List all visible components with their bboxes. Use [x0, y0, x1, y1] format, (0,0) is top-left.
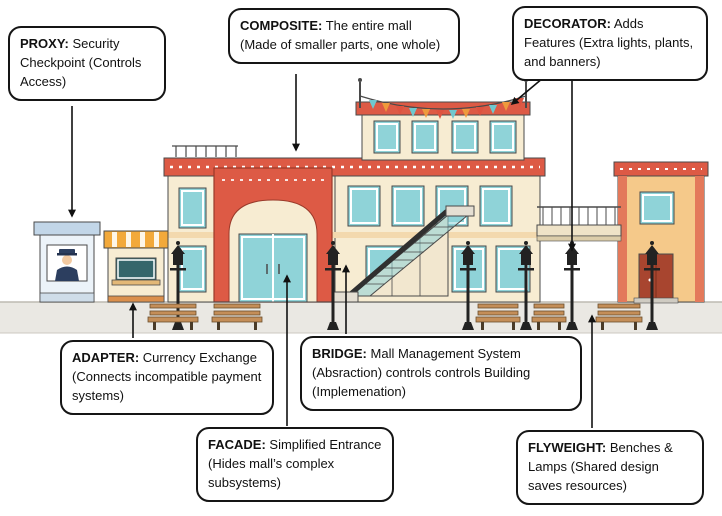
callout-bridge: BRIDGE: Mall Management System (Absracti…	[300, 336, 582, 411]
roof-bunting	[358, 78, 528, 119]
street-lamp	[518, 241, 534, 330]
callout-decorator-desc: Adds Features (Extra lights, plants, and…	[524, 16, 694, 69]
street-lamp	[644, 241, 660, 330]
callout-bridge-desc: Mall Management System (Absraction) cont…	[312, 346, 531, 399]
security-guard	[55, 249, 79, 281]
callout-facade-desc: Simplified Entrance (Hides mall’s comple…	[208, 437, 382, 490]
callout-arrows	[68, 74, 596, 428]
callout-composite-desc: The entire mall (Made of smaller parts, …	[240, 18, 441, 52]
benches	[147, 303, 643, 330]
currency-kiosk	[103, 230, 169, 303]
callout-proxy-term: PROXY:	[20, 36, 69, 51]
entrance-doors	[238, 233, 308, 303]
mall-left-windows	[178, 187, 207, 293]
callout-proxy: PROXY: Security Checkpoint (Controls Acc…	[8, 26, 166, 101]
callout-proxy-desc: Security Checkpoint (Controls Access)	[20, 36, 142, 89]
callout-flyweight: FLYWEIGHT: Benches & Lamps (Shared desig…	[516, 430, 704, 505]
callout-composite-term: COMPOSITE:	[240, 18, 323, 33]
bench	[475, 303, 521, 330]
bench	[595, 303, 643, 330]
callout-flyweight-term: FLYWEIGHT:	[528, 440, 607, 455]
security-booth	[33, 221, 101, 303]
callout-composite: COMPOSITE: The entire mall (Made of smal…	[228, 8, 460, 64]
street-lamp	[325, 241, 341, 330]
callout-facade-term: FACADE:	[208, 437, 266, 452]
callout-adapter: ADAPTER: Currency Exchange (Connects inc…	[60, 340, 274, 415]
street-lamp	[460, 241, 476, 330]
street-lamp	[170, 241, 186, 330]
bench	[211, 303, 263, 330]
callout-decorator-term: DECORATOR:	[524, 16, 611, 31]
bench	[147, 303, 199, 330]
mall-entrance-facade	[213, 167, 333, 303]
annex-building	[613, 161, 709, 304]
callout-bridge-term: BRIDGE:	[312, 346, 367, 361]
decorator-banner-arrow	[510, 77, 544, 106]
callout-facade: FACADE: Simplified Entrance (Hides mall’…	[196, 427, 394, 502]
callout-decorator: DECORATOR: Adds Features (Extra lights, …	[512, 6, 708, 81]
escalator	[331, 205, 475, 303]
mall-building	[163, 78, 546, 303]
callout-adapter-desc: Currency Exchange (Connects incompatible…	[72, 350, 262, 403]
bench	[531, 303, 567, 330]
callout-adapter-term: ADAPTER:	[72, 350, 140, 365]
callout-flyweight-desc: Benches & Lamps (Shared design saves res…	[528, 440, 673, 493]
walkway-bridge	[536, 206, 622, 242]
